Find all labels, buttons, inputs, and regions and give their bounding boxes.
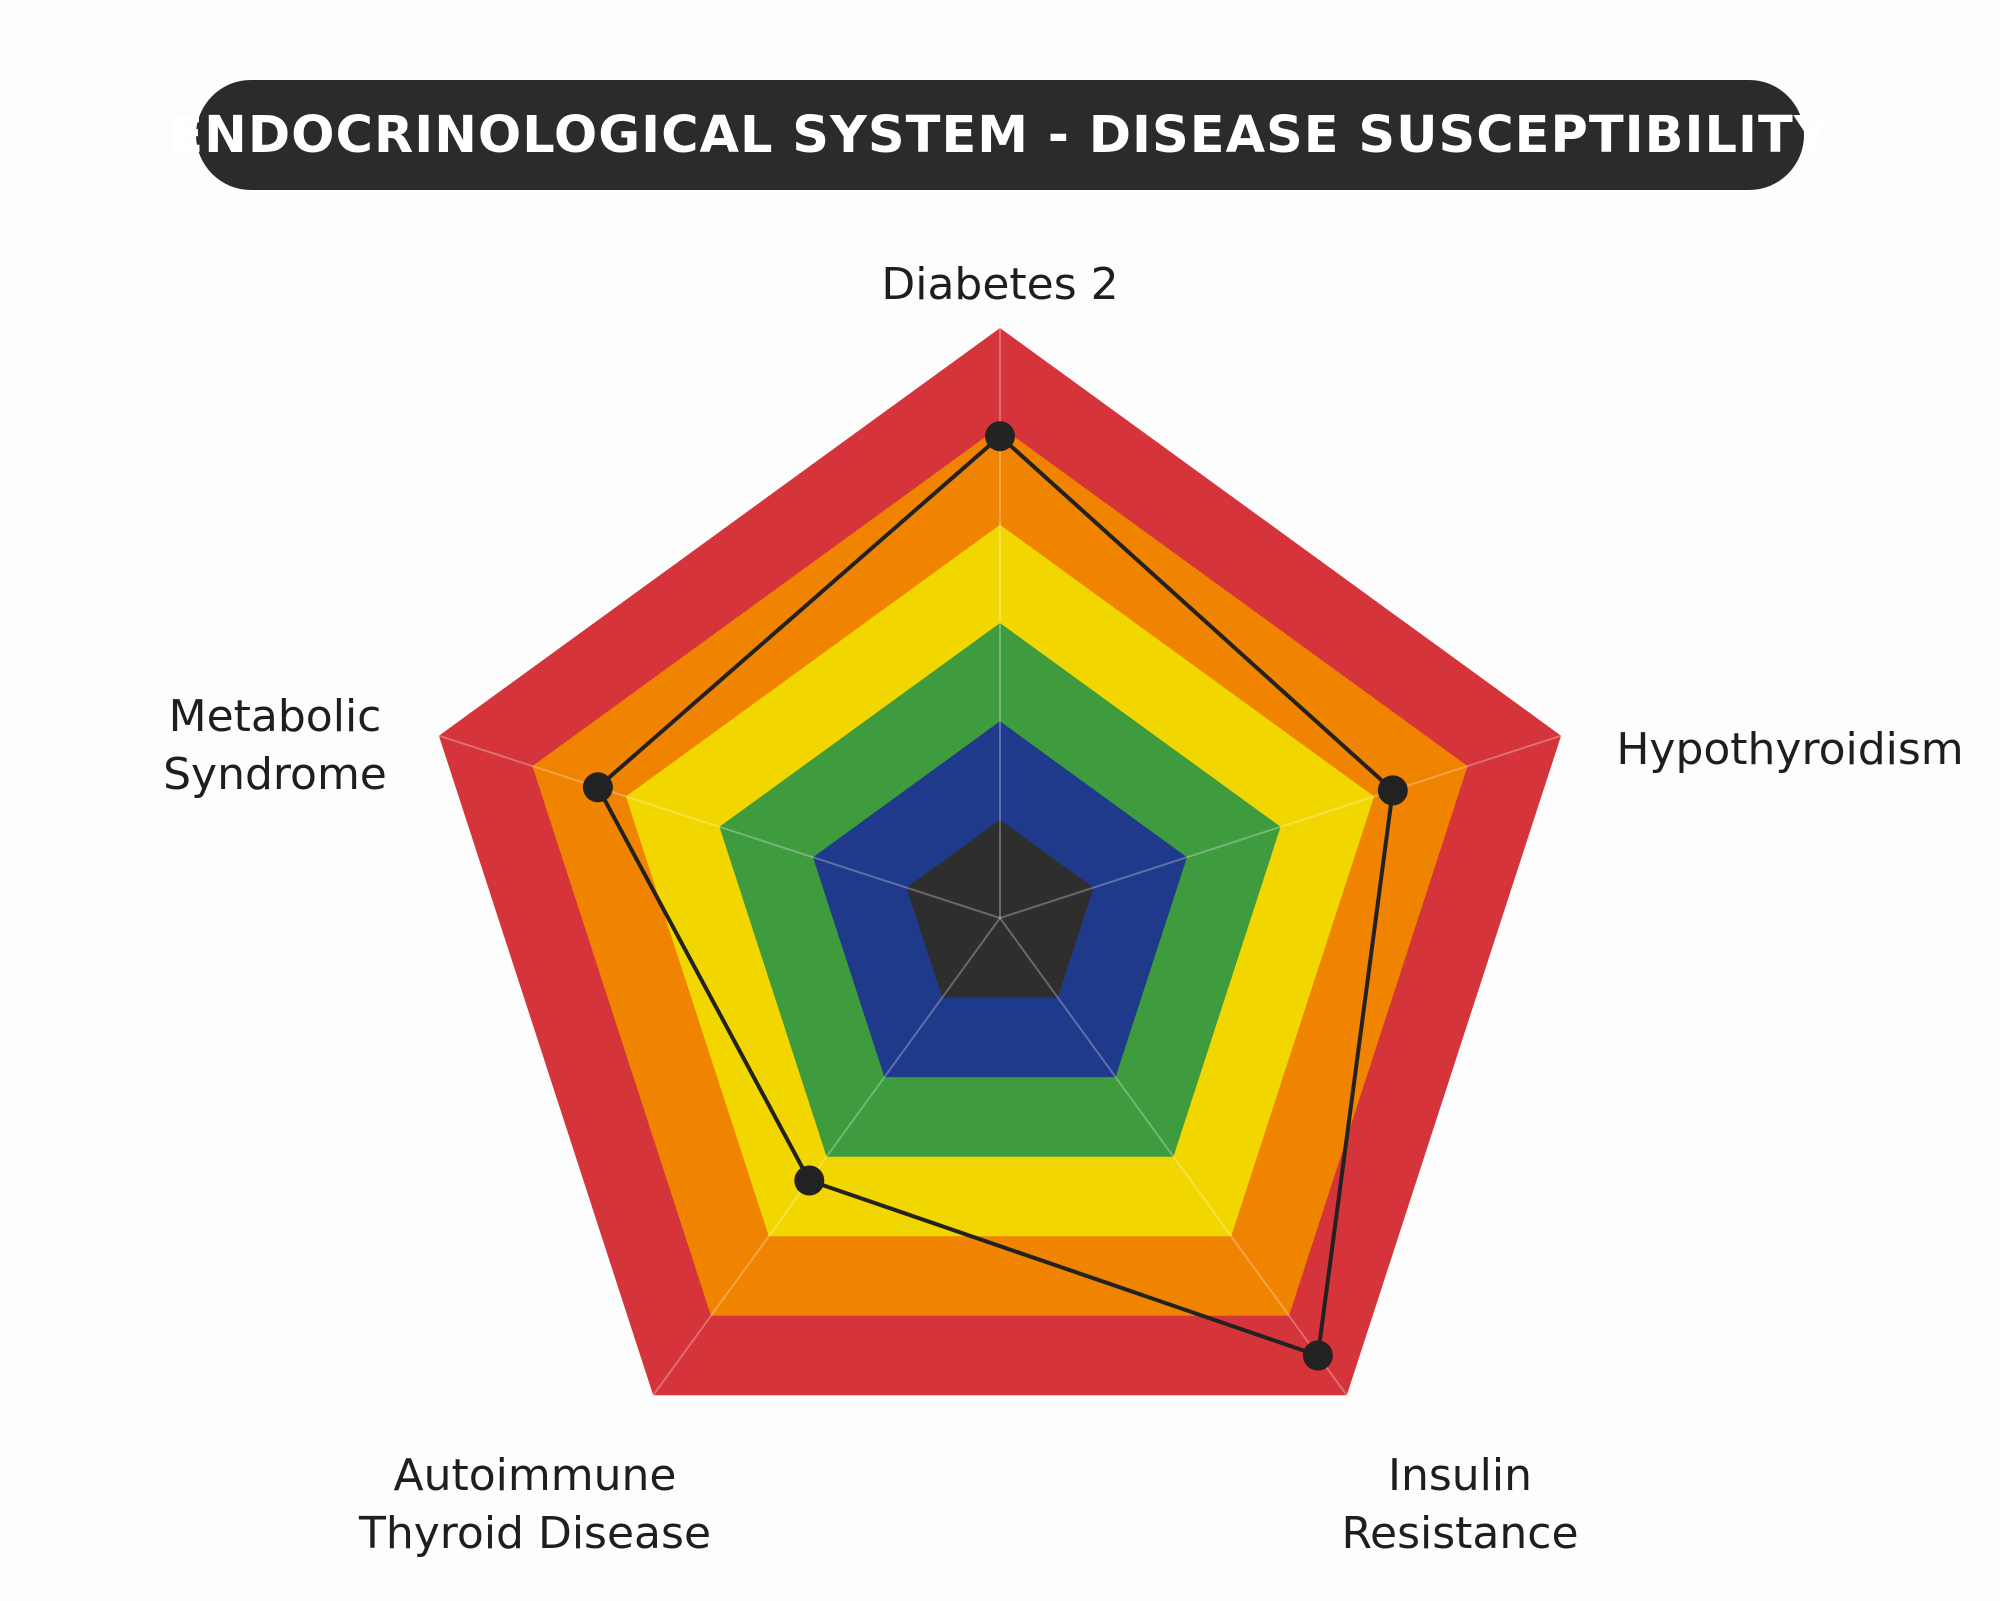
- axis-label-diabetes-2: Diabetes 2: [881, 259, 1119, 310]
- axis-label-hypothyroidism: Hypothyroidism: [1616, 724, 1964, 775]
- data-series: [582, 421, 1408, 1371]
- axis-spoke-2: [999, 917, 1348, 1396]
- data-point-3: [794, 1165, 825, 1196]
- axis-label-insulin-resistance: Insulin Resistance: [1341, 1450, 1579, 1559]
- data-point-1: [1377, 775, 1408, 806]
- axis-label-autoimmune-thyroid-disease: Autoimmune Thyroid Disease: [358, 1450, 712, 1559]
- data-point-2: [1302, 1340, 1333, 1371]
- axis-spoke-3: [652, 917, 1001, 1396]
- series-line: [595, 434, 1395, 1358]
- axis-spoke-4: [438, 734, 1001, 919]
- data-point-0: [985, 421, 1015, 452]
- chart-title-banner: ENDOCRINOLOGICAL SYSTEM - DISEASE SUSCEP…: [168, 80, 1831, 190]
- axis-spoke-1: [999, 734, 1562, 919]
- data-point-4: [582, 772, 613, 803]
- risk-band-level-1: [906, 819, 1094, 998]
- axis-label-metabolic-syndrome: Metabolic Syndrome: [163, 691, 387, 800]
- chart-title: ENDOCRINOLOGICAL SYSTEM - DISEASE SUSCEP…: [168, 105, 1832, 165]
